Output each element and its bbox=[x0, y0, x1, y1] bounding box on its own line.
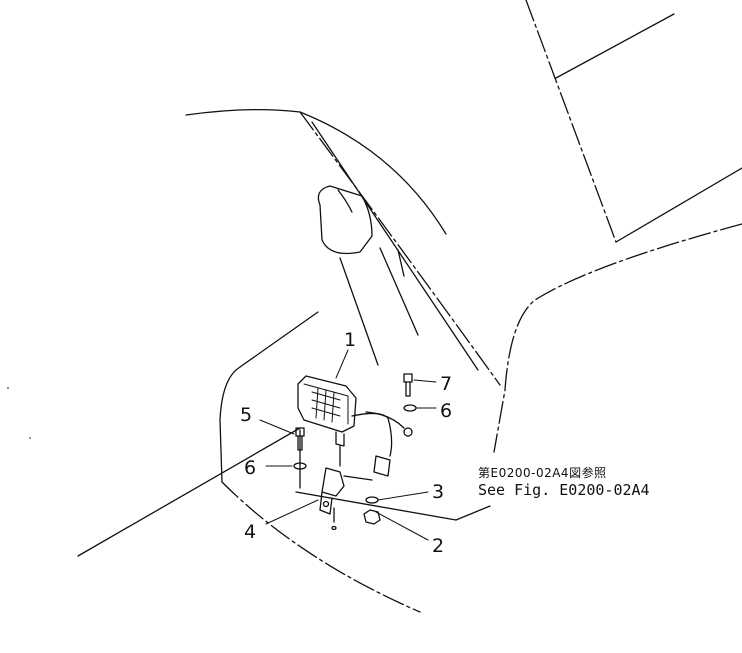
callout-6-left: 6 bbox=[244, 457, 256, 479]
callout-6-right: 6 bbox=[440, 400, 452, 422]
hardware bbox=[293, 373, 417, 525]
reference-note-jp: 第E0200-02A4図参照 bbox=[478, 466, 607, 480]
washer-3 bbox=[365, 496, 379, 504]
nut-2 bbox=[363, 509, 381, 525]
reference-note-en: See Fig. E0200-02A4 bbox=[478, 481, 650, 499]
work-lamp bbox=[297, 375, 413, 457]
callout-4: 4 bbox=[244, 521, 256, 543]
leader-lines bbox=[259, 349, 437, 541]
callout-1: 1 bbox=[344, 329, 356, 351]
callout-2: 2 bbox=[432, 535, 444, 557]
callout-7: 7 bbox=[440, 373, 452, 395]
bolt-5 bbox=[295, 427, 305, 437]
mount-post bbox=[317, 185, 419, 366]
washer-6-left bbox=[293, 462, 307, 470]
callout-5: 5 bbox=[240, 404, 252, 426]
mount-bracket bbox=[319, 445, 391, 531]
washer-6-right bbox=[403, 404, 417, 412]
cab-outline bbox=[77, 0, 742, 613]
bolt-7 bbox=[403, 373, 413, 383]
callout-3: 3 bbox=[432, 481, 444, 503]
